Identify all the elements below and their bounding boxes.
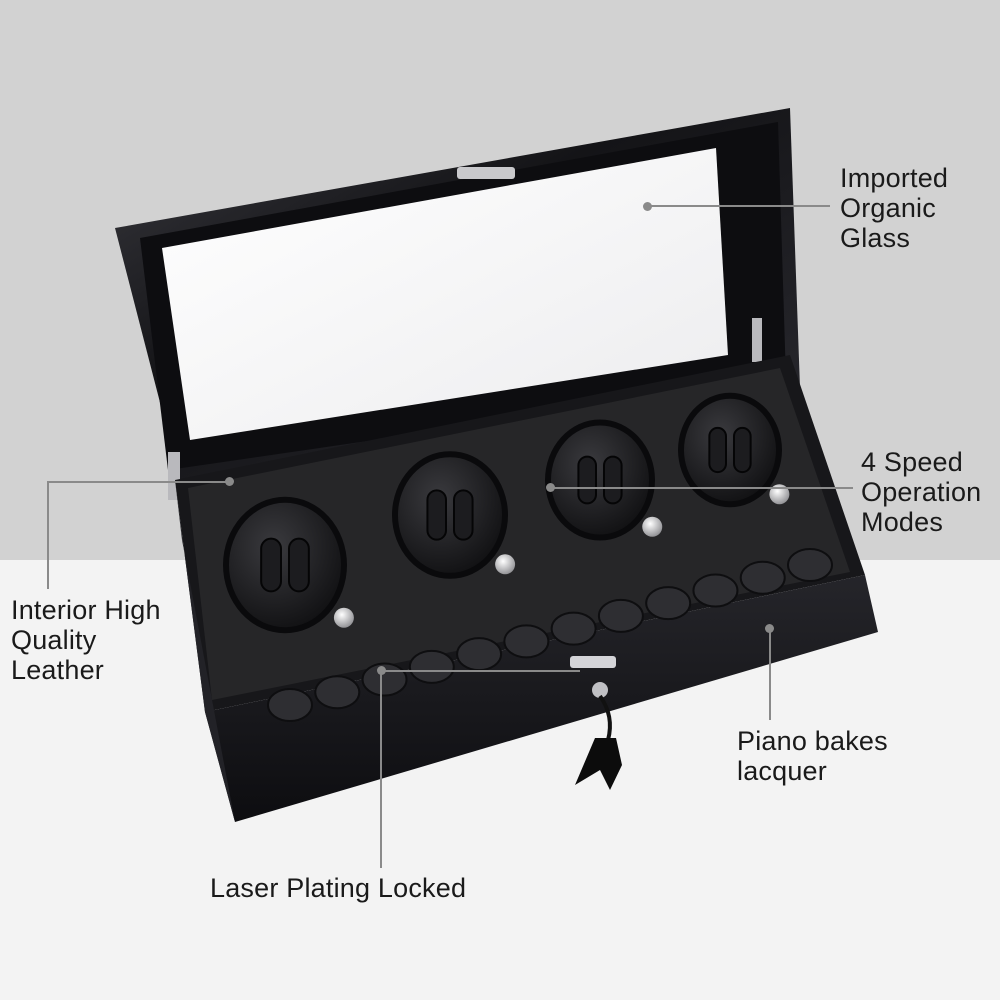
- callout-line: Interior High: [11, 595, 161, 625]
- callout-line: Laser Plating Locked: [210, 873, 467, 903]
- callout-imported-organic-glass: Imported Organic Glass: [840, 163, 948, 253]
- callout-line: lacquer: [737, 756, 827, 786]
- leather-leader-h: [47, 481, 227, 483]
- lock-leader-h: [380, 670, 580, 672]
- speed-dot: [546, 483, 555, 492]
- speed-leader: [551, 487, 853, 489]
- callout-4-speed-modes: 4 Speed Operation Modes: [861, 447, 981, 537]
- callout-line: Organic: [840, 193, 936, 223]
- watch-winder: [223, 496, 354, 634]
- right-hinge: [752, 318, 762, 362]
- callout-line: 4 Speed: [861, 447, 963, 477]
- watch-winder: [678, 392, 790, 508]
- callout-line: Glass: [840, 223, 911, 253]
- glass-dot: [643, 202, 652, 211]
- callout-line: Leather: [11, 655, 104, 685]
- watch-cushion: [408, 649, 455, 684]
- organic-glass-window: [162, 148, 728, 440]
- watch-cushion: [550, 611, 597, 646]
- watch-cushion: [597, 598, 644, 633]
- tassel-icon: [575, 738, 622, 790]
- watch-cushion: [314, 675, 361, 710]
- callout-interior-leather: Interior High Quality Leather: [11, 595, 161, 685]
- speed-dial-knob: [769, 484, 790, 505]
- watch-cushion: [787, 548, 833, 582]
- leather-leader-v: [47, 481, 49, 589]
- speed-dial-knob: [642, 516, 663, 537]
- watch-cushion-tray: [267, 548, 833, 722]
- callout-laser-plating-locked: Laser Plating Locked: [210, 873, 466, 903]
- watch-cushion: [645, 586, 692, 621]
- watch-cushion: [692, 573, 739, 608]
- watch-cushion: [739, 560, 786, 595]
- watch-cushion: [503, 624, 550, 659]
- lock-leader-v: [380, 670, 382, 868]
- laser-plated-lock: [570, 656, 622, 790]
- speed-dial-knob: [495, 554, 516, 575]
- lacquer-leader: [769, 628, 771, 720]
- watch-winder: [545, 419, 663, 541]
- callout-line: Piano bakes: [737, 726, 888, 756]
- callout-line: Operation: [861, 477, 982, 507]
- watch-cushion: [267, 688, 313, 722]
- winder-row: [223, 392, 790, 634]
- speed-dial-knob: [333, 607, 354, 628]
- lid-clasp: [457, 167, 515, 179]
- lid: [115, 108, 800, 480]
- watch-cushion: [456, 637, 503, 672]
- callout-line: Modes: [861, 507, 944, 537]
- callout-piano-lacquer: Piano bakes lacquer: [737, 726, 888, 786]
- callout-line: Imported: [840, 163, 949, 193]
- glass-leader: [648, 205, 830, 207]
- lacquer-front: [205, 575, 878, 822]
- callout-line: Quality: [11, 625, 97, 655]
- watch-winder: [392, 451, 516, 579]
- leather-dot: [225, 477, 234, 486]
